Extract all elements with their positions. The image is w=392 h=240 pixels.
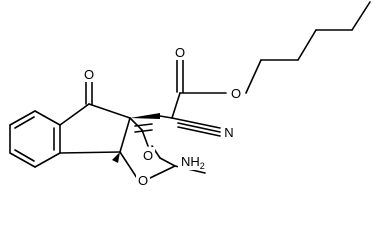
bond bbox=[141, 129, 149, 147]
svg-text:NH2: NH2 bbox=[181, 154, 205, 171]
molecule-figure: O O O N O O NH2 bbox=[9, 1, 371, 188]
bond bbox=[34, 152, 61, 168]
aromatic-double-bond bbox=[14, 149, 35, 162]
benzene-ring bbox=[9, 110, 61, 168]
bond bbox=[9, 110, 36, 126]
lactone-double-bond bbox=[134, 123, 153, 127]
stereo-wedge-bond bbox=[130, 113, 160, 119]
atom-label-bridge-o: O bbox=[141, 147, 155, 163]
svg-text:O: O bbox=[231, 86, 241, 101]
bond bbox=[119, 151, 138, 179]
bond bbox=[159, 157, 176, 167]
stereo-wedge-bond bbox=[112, 152, 120, 163]
cyclopentanone-ring bbox=[59, 81, 131, 154]
atom-label-ester-carbonyl-o: O bbox=[173, 44, 187, 60]
svg-text:O: O bbox=[175, 45, 185, 60]
bond bbox=[119, 117, 131, 153]
atom-label-ketone-o: O bbox=[82, 66, 96, 82]
nitrile-bond bbox=[171, 117, 221, 129]
bond bbox=[129, 117, 143, 131]
svg-text:N: N bbox=[224, 125, 233, 140]
bond bbox=[88, 103, 131, 119]
aromatic-double-bond bbox=[14, 116, 35, 129]
bond bbox=[149, 165, 176, 179]
atom-label-nitrile-n: N bbox=[222, 124, 236, 140]
svg-text:O: O bbox=[143, 148, 153, 163]
nitrile-bond bbox=[177, 122, 221, 133]
pentyl-bond bbox=[245, 59, 262, 94]
bond bbox=[9, 152, 36, 168]
side-chain bbox=[130, 1, 371, 137]
svg-text:O: O bbox=[138, 173, 148, 188]
bond bbox=[34, 110, 61, 126]
atom-label-ring-o: O bbox=[136, 172, 150, 188]
nitrile-bond bbox=[177, 126, 221, 137]
atom-label-ester-link-o: O bbox=[229, 85, 243, 101]
molecule-structure: O O O N O O NH2 bbox=[9, 1, 371, 188]
lactone-double-bond bbox=[134, 129, 153, 133]
bond bbox=[159, 115, 173, 119]
pentyl-bond bbox=[351, 1, 371, 31]
bond bbox=[59, 103, 90, 126]
atom-label-nh2: NH2 bbox=[178, 153, 210, 171]
svg-text:O: O bbox=[84, 67, 94, 82]
bond bbox=[59, 151, 121, 154]
bond bbox=[171, 92, 181, 119]
pentyl-bond bbox=[297, 29, 317, 61]
